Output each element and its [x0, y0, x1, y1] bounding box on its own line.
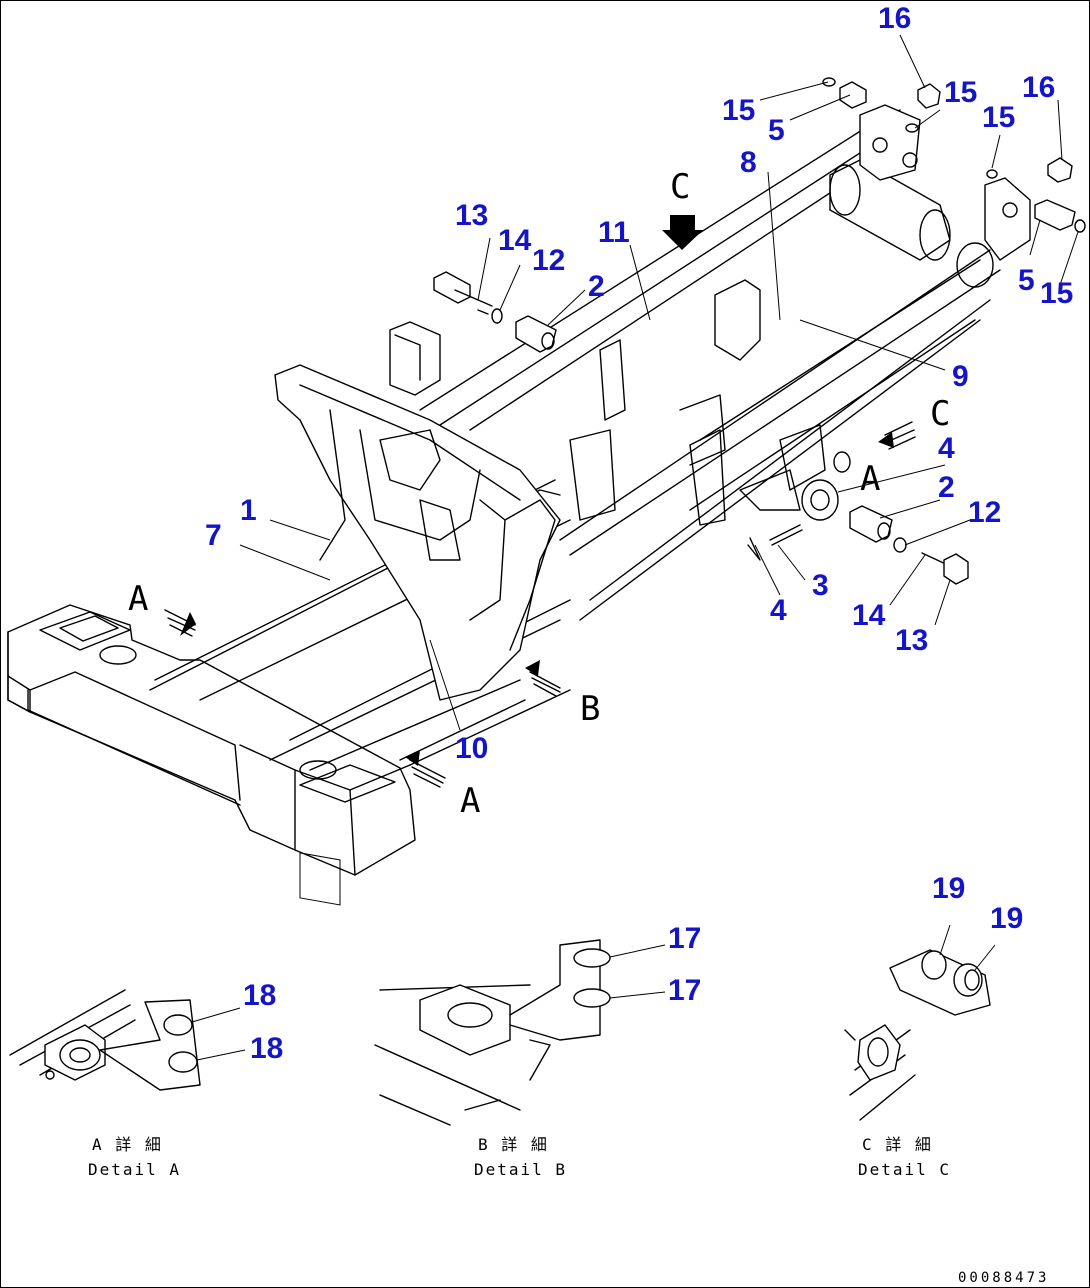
- view-marker-c: C: [930, 394, 950, 434]
- arrow-b-icon: [525, 660, 561, 697]
- callout-13: 13: [895, 624, 928, 657]
- callout-2: 2: [588, 270, 605, 303]
- callout-7: 7: [205, 519, 222, 552]
- callout-18: 18: [243, 979, 276, 1012]
- arrow-c-down-icon: [662, 215, 703, 250]
- callout-15: 15: [722, 94, 755, 127]
- callout-15: 15: [944, 76, 977, 109]
- view-arrows: [164, 215, 916, 788]
- callout-17: 17: [668, 922, 701, 955]
- view-marker-b: B: [580, 689, 600, 729]
- detail-c-caption-jp: C 詳 細: [862, 1135, 933, 1154]
- callout-16: 16: [1022, 71, 1055, 104]
- callout-4: 4: [770, 594, 787, 627]
- detail-b-caption-jp: B 詳 細: [478, 1135, 549, 1154]
- detail-a: [9, 989, 246, 1091]
- detail-a-caption: Detail A: [88, 1160, 181, 1179]
- callout-16: 16: [878, 2, 911, 35]
- detail-b-caption: Detail B: [474, 1160, 567, 1179]
- detail-b: [374, 939, 666, 1126]
- callout-3: 3: [812, 569, 829, 602]
- callout-12: 12: [968, 496, 1001, 529]
- callout-15: 15: [982, 101, 1015, 134]
- view-marker-a: A: [460, 781, 480, 821]
- detail-a-caption-jp: A 詳 細: [92, 1135, 163, 1154]
- arrow-a-left-icon: [164, 609, 196, 637]
- callout-11: 11: [598, 216, 630, 249]
- callout-12: 12: [532, 244, 565, 277]
- callout-5: 5: [768, 114, 785, 147]
- view-marker-a: A: [860, 459, 880, 499]
- callout-4: 4: [938, 432, 955, 465]
- view-marker-a: A: [128, 579, 148, 619]
- arrow-a-bottom-icon: [405, 750, 446, 788]
- callout-9: 9: [952, 360, 969, 393]
- callout-14: 14: [852, 599, 886, 632]
- callout-17: 17: [668, 974, 701, 1007]
- arrow-c-right-icon: [878, 421, 916, 450]
- callout-19: 19: [990, 902, 1023, 935]
- callouts: 1 2 2 3 4 4 5 5 7 8 9 10 11 12 12 13 13 …: [205, 2, 1073, 1065]
- view-markers: A A B C C A: [128, 167, 950, 821]
- callout-14: 14: [498, 224, 532, 257]
- callout-19: 19: [932, 872, 965, 905]
- callout-10: 10: [455, 732, 488, 765]
- detail-c-caption: Detail C: [858, 1160, 951, 1179]
- detail-c: [844, 924, 996, 1121]
- callout-13: 13: [455, 199, 488, 232]
- detail-captions: A 詳 細 Detail A B 詳 細 Detail B C 詳 細 Deta…: [88, 1135, 951, 1179]
- callout-1: 1: [240, 494, 257, 527]
- view-marker-c: C: [670, 167, 690, 207]
- callout-15: 15: [1040, 277, 1073, 310]
- leader-lines: [239, 34, 1079, 731]
- loose-parts: [433, 77, 1086, 585]
- callout-5: 5: [1018, 264, 1035, 297]
- callout-2: 2: [938, 471, 955, 504]
- main-frame: [7, 104, 1031, 906]
- callout-8: 8: [740, 146, 757, 179]
- callout-18: 18: [250, 1032, 283, 1065]
- document-id: 00088473: [958, 1270, 1049, 1286]
